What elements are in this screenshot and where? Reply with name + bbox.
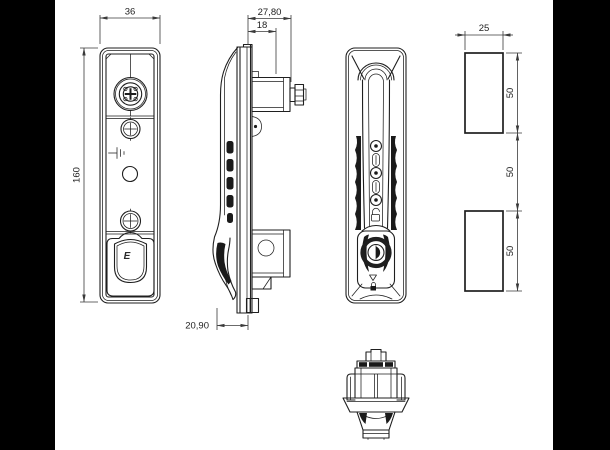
right-black-bar [553, 0, 610, 450]
strike-plate-bottom [464, 210, 504, 292]
small-padlock-icon [370, 282, 376, 291]
panel-section-line-top [105, 115, 155, 119]
lock-ring [360, 236, 392, 269]
panel-hole [121, 165, 139, 183]
screw-top-icon [120, 117, 141, 141]
plate-width-dim: 25 [479, 23, 490, 34]
side-lock-housing [251, 71, 307, 113]
ground-icon [108, 147, 125, 159]
left-black-bar [0, 0, 55, 450]
plate-top-height-dim: 50 [505, 88, 516, 99]
front-height-dim: 160 [72, 167, 83, 183]
plate-gap-dim: 50 [505, 167, 516, 178]
strike-plate-dimensions: 25 50 50 50 [455, 23, 522, 292]
handle-cover: E [105, 231, 155, 297]
panel-corner-chamfers [105, 53, 155, 60]
bottom-latch-nose [356, 411, 396, 440]
rear-inner-outline [348, 50, 404, 301]
padlock-icon [371, 207, 380, 222]
lock-cylinder-icon [113, 76, 148, 112]
front-outer-body [99, 47, 161, 304]
side-total-depth-dim: 27,80 [258, 7, 282, 18]
unlock-arrow-icon [369, 274, 377, 281]
front-width-dim: 36 [125, 7, 136, 18]
key-slot [376, 246, 381, 259]
side-mid-details [251, 116, 262, 137]
rear-view [345, 47, 407, 304]
side-mounting-plate [236, 43, 260, 314]
strike-plate-top [464, 52, 504, 134]
plate-height-extension-lines [506, 52, 522, 292]
front-inner-panel [105, 53, 155, 298]
front-view-dimensions: 36 160 [72, 7, 161, 303]
front-view: E [99, 47, 161, 304]
side-body-depth-dim: 18 [257, 20, 268, 31]
side-latch-housing [251, 229, 291, 290]
bottom-side-clips [346, 373, 406, 401]
rear-bottom-bevels [351, 283, 401, 300]
plate-bottom-height-dim: 50 [505, 246, 516, 257]
side-view-dimensions: 27,80 18 20,90 [185, 7, 292, 332]
side-view [212, 43, 307, 314]
side-handle-depth-dim: 20,90 [185, 321, 209, 332]
side-handle-profile [212, 46, 239, 301]
rear-handle-slot [355, 73, 397, 230]
strike-plates [464, 52, 504, 292]
bottom-connector [365, 348, 387, 362]
rear-lock-cylinder [356, 224, 396, 289]
bottom-flange [342, 397, 410, 413]
front-middle-outline [102, 50, 158, 301]
rear-outer-body [345, 47, 407, 304]
side-bottom-foot [245, 297, 260, 314]
brand-logo: E [124, 251, 131, 262]
bottom-view [342, 348, 410, 440]
side-shaft-nut [289, 83, 307, 106]
rear-top-bevels [351, 55, 401, 80]
front-width-extension-lines [99, 15, 161, 44]
rear-fixing-screws [369, 139, 383, 207]
